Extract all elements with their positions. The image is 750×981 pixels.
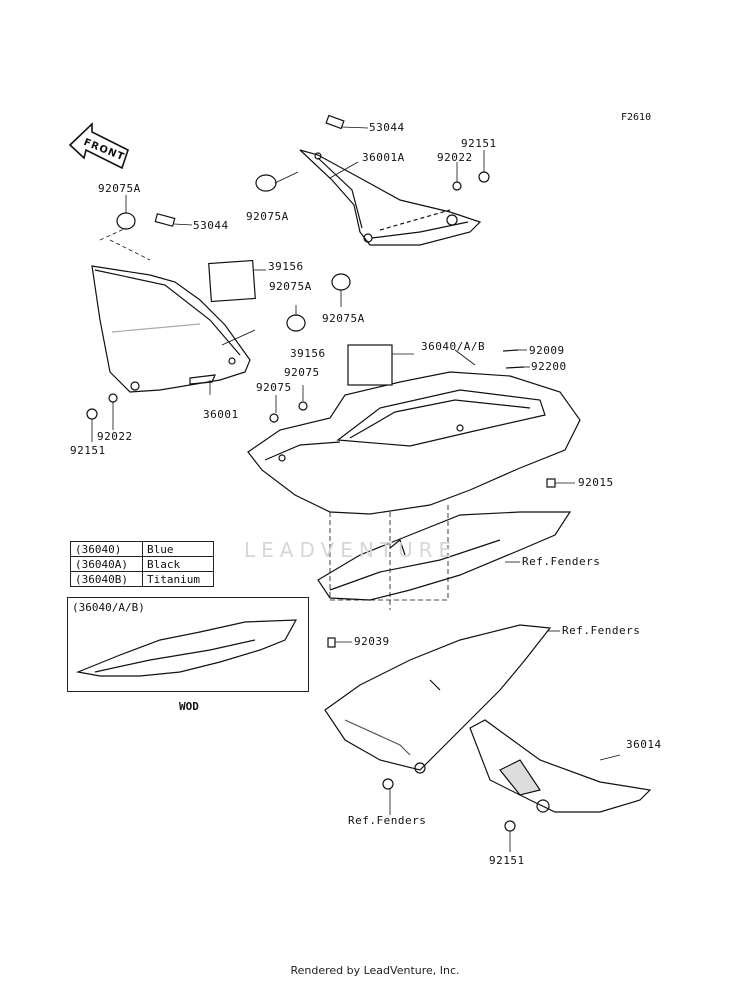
callout-53044-left: 53044 [193,219,229,232]
front-arrow-icon [68,122,129,170]
inset-box: (36040/A/B) [67,597,309,692]
callout-92015: 92015 [578,476,614,489]
callout-92075-a: 92075 [284,366,320,379]
color-variant-table: (36040) Blue (36040A) Black (36040B) Tit… [70,541,214,587]
callout-92022-top: 92022 [437,151,473,164]
callout-92075-b: 92075 [256,381,292,394]
callout-ref-fenders-1: Ref.Fenders [522,555,601,568]
callout-36014: 36014 [626,738,662,751]
callout-ref-fenders-3: Ref.Fenders [348,814,427,827]
callout-92200: 92200 [531,360,567,373]
footer-credit: Rendered by LeadVenture, Inc. [290,964,460,977]
variant-code: (36040A) [70,556,143,572]
callout-39156-left: 39156 [268,260,304,273]
callout-36001: 36001 [203,408,239,421]
table-row: (36040) Blue [70,541,214,557]
hardware-parts [86,114,556,832]
callout-36040ab: 36040/A/B [421,340,486,353]
side-cover-36001 [91,265,251,393]
callout-92075a-lower: 92075A [322,312,365,325]
callout-ref-fenders-2: Ref.Fenders [562,624,641,637]
callout-92151-top: 92151 [461,137,497,150]
callout-92151-left: 92151 [70,444,106,457]
watermark: LEADVENTURE [244,538,458,562]
variant-code: (36040) [70,541,143,557]
variant-color: Black [142,556,214,572]
callout-92151-bottom: 92151 [489,854,525,867]
callout-92075a-upper-left: 92075A [98,182,141,195]
variant-code: (36040B) [70,571,143,587]
leader-lines [91,126,621,852]
figure-code: F2610 [621,112,652,123]
inset-part-outline [75,619,298,677]
rear-fender-36014 [324,624,652,813]
callout-92009: 92009 [529,344,565,357]
inner-fender [317,511,572,601]
variant-color: Titanium [142,571,214,587]
callout-92075a-right: 92075A [269,280,312,293]
side-cover-36001a [299,149,482,246]
callout-92039: 92039 [354,635,390,648]
callout-92075a-mid: 92075A [246,210,289,223]
table-row: (36040B) Titanium [70,571,214,587]
inset-caption: WOD [179,700,199,713]
callout-53044-top: 53044 [369,121,405,134]
variant-color: Blue [142,541,214,557]
callout-92022-left: 92022 [97,430,133,443]
callout-39156-mid: 39156 [290,347,326,360]
callout-36001a: 36001A [362,151,405,164]
seat-cowl-36040 [247,371,581,515]
table-row: (36040A) Black [70,556,214,572]
inset-title: (36040/A/B) [72,601,145,614]
